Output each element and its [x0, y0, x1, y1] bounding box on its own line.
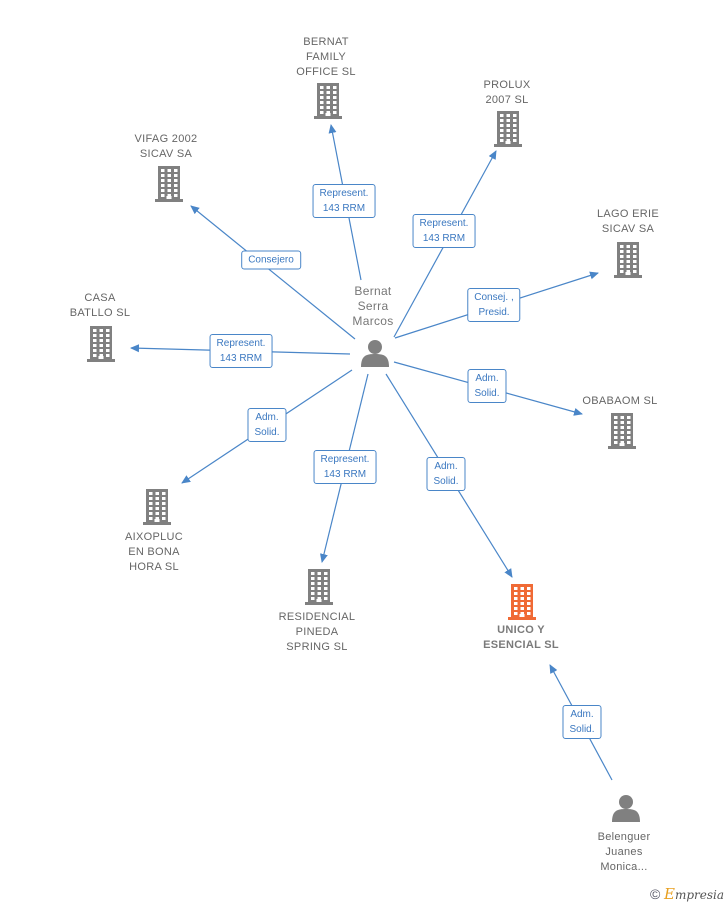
company-name-bernat_family[interactable]: BERNAT FAMILY OFFICE SL	[296, 36, 356, 78]
relation-label-center-to-aixopluc[interactable]: Adm. Solid.	[247, 408, 287, 442]
company-name-unico[interactable]: UNICO Y ESENCIAL SL	[483, 624, 559, 651]
company-name-vifag[interactable]: VIFAG 2002 SICAV SA	[134, 133, 198, 160]
person-icon[interactable]	[612, 795, 640, 822]
company-name-lago_erie[interactable]: LAGO ERIE SICAV SA	[597, 208, 659, 235]
person-icon[interactable]	[361, 340, 389, 367]
company-name-prolux[interactable]: PROLUX 2007 SL	[483, 79, 531, 106]
brand-name: mpresia	[674, 888, 724, 902]
person-name-belenguer[interactable]: Belenguer Juanes Monica...	[597, 831, 651, 873]
building-icon[interactable]	[494, 111, 522, 147]
empresia-brand[interactable]: © Empresia	[650, 885, 724, 903]
company-name-aixopluc[interactable]: AIXOPLUC EN BONA HORA SL	[124, 531, 184, 573]
company-name-obabaom[interactable]: OBABAOM SL	[582, 395, 658, 407]
company-name-residencial[interactable]: RESIDENCIAL PINEDA SPRING SL	[278, 611, 356, 653]
relation-label-center-to-prolux[interactable]: Represent. 143 RRM	[412, 214, 476, 248]
brand-initial: E	[663, 885, 675, 903]
nodes-layer	[87, 83, 642, 822]
building-icon[interactable]	[614, 242, 642, 278]
relation-label-center-to-residencial[interactable]: Represent. 143 RRM	[313, 450, 377, 484]
edge-center-to-vifag	[190, 205, 356, 340]
company-name-casa_batllo[interactable]: CASA BATLLO SL	[69, 292, 131, 319]
relation-label-center-to-bernat_family[interactable]: Represent. 143 RRM	[312, 184, 376, 218]
building-icon[interactable]	[143, 489, 171, 525]
center-person-name[interactable]: Bernat Serra Marcos	[352, 284, 394, 328]
copyright-symbol: ©	[650, 886, 661, 902]
relation-label-center-to-vifag[interactable]: Consejero	[241, 250, 301, 270]
relation-label-belenguer-to-unico[interactable]: Adm. Solid.	[562, 705, 602, 739]
building-icon[interactable]	[87, 326, 115, 362]
relation-label-center-to-obabaom[interactable]: Adm. Solid.	[467, 369, 507, 403]
building-icon[interactable]	[305, 569, 333, 605]
building-icon[interactable]	[608, 413, 636, 449]
building-icon[interactable]	[155, 166, 183, 202]
building-icon[interactable]	[314, 83, 342, 119]
building-icon[interactable]	[508, 584, 536, 620]
relation-label-center-to-unico[interactable]: Adm. Solid.	[426, 457, 466, 491]
relation-label-center-to-casa_batllo[interactable]: Represent. 143 RRM	[209, 334, 273, 368]
relation-label-center-to-lago_erie[interactable]: Consej. , Presid.	[467, 288, 521, 322]
